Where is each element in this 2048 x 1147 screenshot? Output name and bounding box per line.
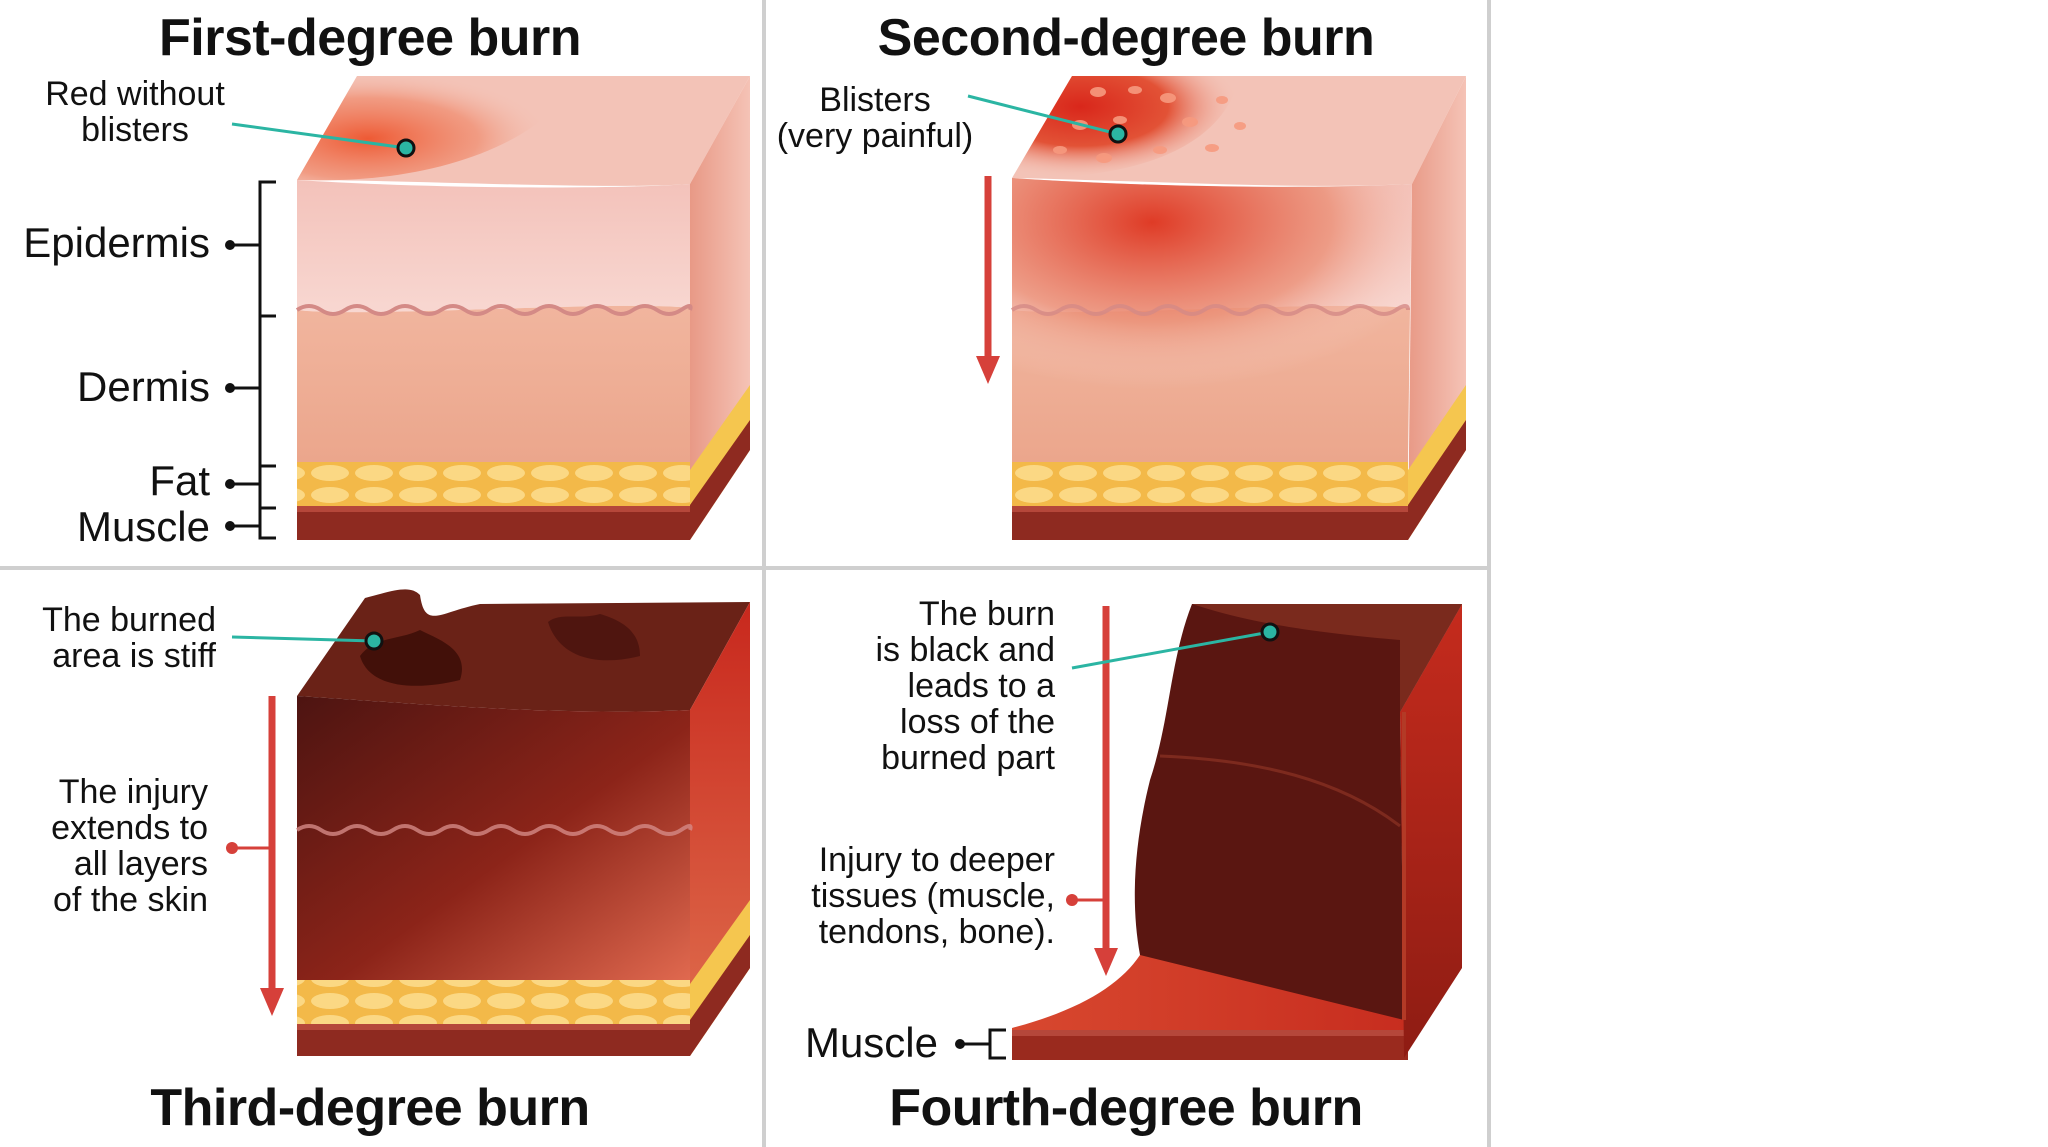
fourth-degree-callout: The burn is black and leads to a loss of… — [875, 595, 1055, 777]
second-degree-title: Second-degree burn — [877, 9, 1375, 67]
muscle-label: Muscle — [76, 503, 210, 550]
dermis-label: Dermis — [77, 363, 210, 410]
third-degree-depth-note: The injury extends to all layers of the … — [51, 773, 208, 919]
third-degree-title: Third-degree burn — [150, 1079, 590, 1137]
vertical-divider-right — [1487, 0, 1491, 1147]
third-degree-block — [226, 589, 750, 1056]
fat-label: Fat — [149, 457, 210, 504]
horizontal-divider — [0, 566, 1491, 570]
fourth-degree-depth-note: Injury to deeper tissues (muscle, tendon… — [811, 841, 1055, 951]
first-degree-title: First-degree burn — [159, 9, 582, 67]
fourth-degree-muscle-label: Muscle — [804, 1019, 938, 1066]
fourth-degree-title: Fourth-degree burn — [889, 1079, 1363, 1137]
fourth-degree-block — [955, 604, 1462, 1060]
first-degree-callout: Red without blisters — [45, 75, 225, 149]
vertical-divider-left — [762, 0, 766, 1147]
second-degree-callout: Blisters (very painful) — [776, 81, 974, 155]
second-degree-block — [967, 76, 1466, 540]
first-degree-block — [225, 76, 750, 540]
third-degree-callout: The burned area is stiff — [42, 601, 216, 675]
epidermis-label: Epidermis — [23, 219, 210, 266]
